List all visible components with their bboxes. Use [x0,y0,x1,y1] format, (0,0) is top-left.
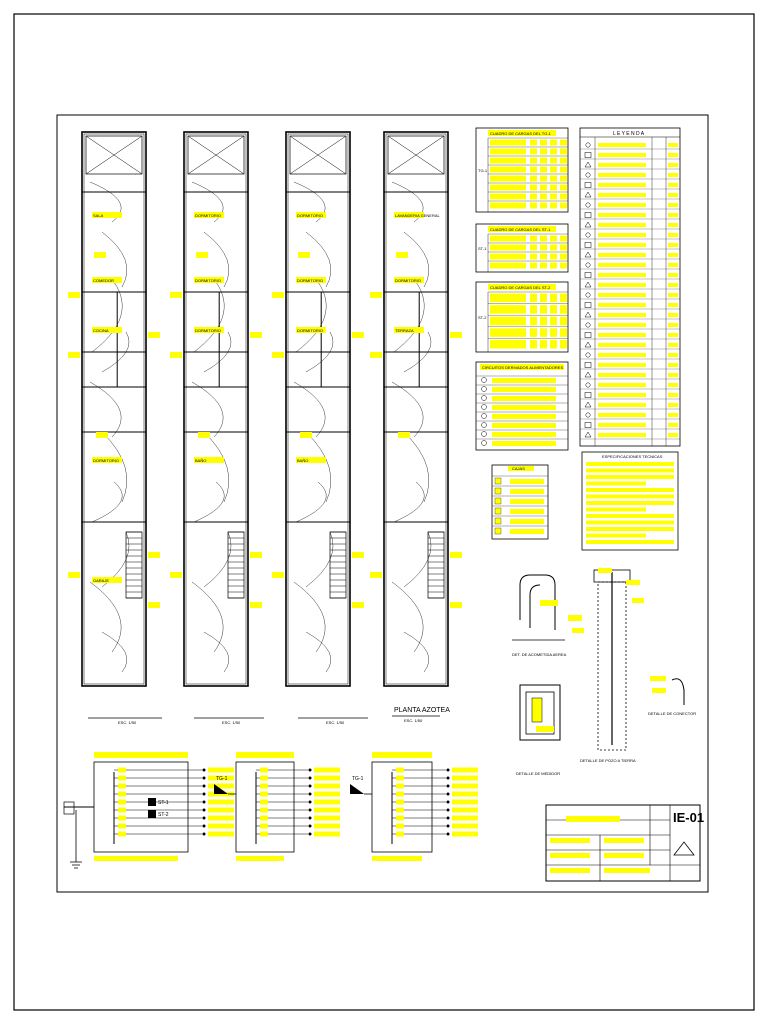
floor-plan-4: LAVANDERIA GENERAL DORMITORIO TERRAZA [370,131,462,687]
room-label: DORMITORIO [93,458,119,463]
load-table-board: ST-1 [478,246,487,251]
room-label: SALA [93,213,104,218]
room-label: DORMITORIO [195,278,221,283]
load-table-board: ST-2 [478,315,487,320]
load-table-title: CUADRO DE CARGAS DEL ST-2 [490,285,551,290]
load-table-3: CUADRO DE CARGAS DEL ST-2ST-2 [475,281,569,353]
room-label: BAÑO [297,458,308,463]
room-label: DORMITORIO [297,278,323,283]
room-label: DORMITORIO [297,328,323,333]
detail-acometida: DET. DE ACOMETIDA AEREA [512,574,584,657]
legend-table: L E Y E N D A [579,127,681,447]
diagram-source-label: TG-1 [216,776,228,782]
plan-scale-2: ESC. 1/50 [222,720,241,725]
load-table-board: TG-1 [478,168,488,173]
diagram-source-label: TG-1 [352,776,364,782]
detail-medidor-title: DETALLE DE MEDIDOR [516,771,560,776]
circuits-table: CIRCUITOS DERIVADOS ALIMENTADORES [475,361,569,451]
room-label: DORMITORIO [195,328,221,333]
drawing-frame [56,114,709,893]
single-line-diagram-1: ST-1ST-2 [63,752,234,869]
detail-medidor: DETALLE DE MEDIDOR [516,684,561,776]
cajas-table: CAJAS [491,464,549,540]
feeder-label: ST-1 [158,800,169,806]
load-table-2: CUADRO DE CARGAS DEL ST-1ST-1 [475,223,569,273]
building-logo-icon [673,841,695,856]
feeder-label: ST-2 [158,812,169,818]
title-block: IE-01 [545,804,704,882]
detail-pozo: DETALLE DE POZO A TIERRA [580,568,644,763]
load-table-title: CUADRO DE CARGAS DEL TG-1 [490,131,552,136]
load-table-1: CUADRO DE CARGAS DEL TG-1TG-1 [475,127,569,213]
floor-plan-2: DORMITORIO DORMITORIO DORMITORIO BAÑO [170,131,262,687]
room-label: LAVANDERIA GENERAL [395,213,441,218]
sheet-code: IE-01 [673,810,704,825]
detail-acometida-title: DET. DE ACOMETIDA AEREA [512,652,567,657]
single-line-diagram-3: TG-1 [350,752,478,861]
circuits-title: CIRCUITOS DERIVADOS ALIMENTADORES [482,365,563,370]
floor-plan-1: SALA COMEDOR COCINA DORMITORIO GARAJE [68,131,160,687]
room-label: BAÑO [195,458,206,463]
plan-scale-4: ESC. 1/50 [404,718,423,723]
detail-pozo-title: DETALLE DE POZO A TIERRA [580,758,636,763]
ground-icon [70,861,82,869]
floor-plans: SALA COMEDOR COCINA DORMITORIO GARAJE DORMITO… [68,131,462,687]
room-label: DORMITORIO [395,278,421,283]
room-label: DORMITORIO [297,213,323,218]
room-label: GARAJE [93,578,109,583]
cajas-title: CAJAS [512,466,525,471]
specs-title: ESPECIFICACIONES TECNICAS [602,454,663,459]
floor-plan-3: DORMITORIO DORMITORIO DORMITORIO BAÑO [272,131,364,687]
load-table-title: CUADRO DE CARGAS DEL ST-1 [490,227,551,232]
plan-scale-1: ESC. 1/50 [118,720,137,725]
room-label: COMEDOR [93,278,114,283]
detail-conector-title: DETALLE DE CONECTOR [648,711,696,716]
room-label: DORMITORIO [195,213,221,218]
specs-box: ESPECIFICACIONES TECNICAS [581,451,679,551]
plan-scale-lines: ESC. 1/50 ESC. 1/50 ESC. 1/50 ESC. 1/50 [88,715,440,725]
plan-title-azotea: PLANTA AZOTEA [394,707,450,714]
plan-scale-3: ESC. 1/50 [326,720,345,725]
room-label: COCINA [93,328,109,333]
detail-conector: DETALLE DE CONECTOR [648,676,696,716]
room-label: TERRAZA [395,328,414,333]
single-line-diagram-2: TG-1 [214,752,340,861]
legend-title: L E Y E N D A [613,131,645,137]
